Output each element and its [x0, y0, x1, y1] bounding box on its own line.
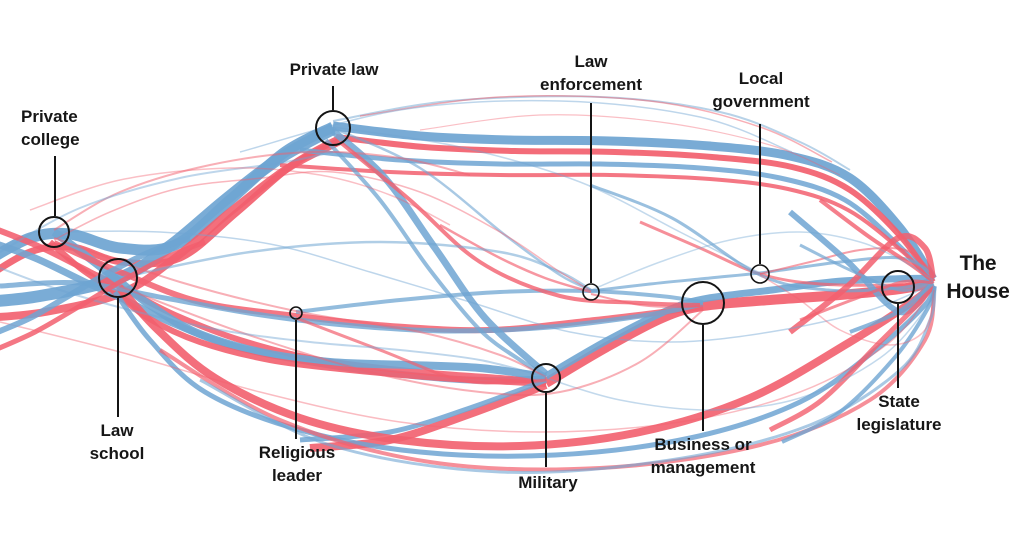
flow-ribbon [768, 283, 936, 433]
label-line: Local [738, 69, 784, 88]
law-school-node-circle [98, 258, 138, 298]
flow-ribbon [359, 95, 833, 163]
label-line: management [650, 458, 756, 477]
flow-ribbon [118, 240, 592, 292]
flow-ribbon [818, 198, 935, 283]
local-government-node-circle [750, 264, 770, 284]
flow-ribbon [788, 232, 936, 335]
label-local-government: Local government [712, 67, 809, 113]
label-line: Private law [289, 60, 379, 79]
label-line: Business or [654, 435, 752, 454]
label-business-management: Business or management [651, 433, 756, 479]
flow-ribbon [419, 114, 841, 176]
label-line: Law [100, 421, 134, 440]
flow-ribbon [545, 285, 935, 411]
label-line: government [712, 92, 810, 111]
label-line: enforcement [539, 75, 643, 94]
business-management-node-circle [681, 281, 725, 325]
label-private-college: Private college [21, 105, 80, 151]
flow-ribbon [338, 140, 701, 307]
flow-ribbon [53, 230, 934, 343]
flow-ribbon [544, 274, 934, 380]
label-the-house: The House [946, 250, 1009, 306]
flow-ribbon [330, 128, 549, 377]
state-legislature-node-circle [881, 270, 915, 304]
private-law-node-circle [315, 110, 351, 146]
label-line: college [21, 130, 80, 149]
flow-ribbon [295, 288, 704, 314]
flow-ribbon [53, 150, 471, 231]
flow-ribbon [590, 231, 934, 291]
label-military: Military [518, 471, 578, 494]
label-line: The [959, 252, 997, 275]
flow-ribbons [0, 95, 937, 475]
label-state-legislature: State legislature [856, 390, 941, 436]
flow-ribbon [324, 138, 548, 378]
label-law-enforcement: Law enforcement [540, 50, 642, 96]
private-college-node-circle [38, 216, 70, 248]
node-annotations [38, 86, 915, 467]
flow-ribbon [112, 284, 937, 459]
label-line: Military [518, 473, 578, 492]
flow-ribbon [332, 126, 761, 274]
religious-leader-node-circle [289, 306, 303, 320]
flow-ribbon [799, 243, 934, 292]
label-line: legislature [856, 415, 942, 434]
label-line: Law [574, 52, 608, 71]
law-enforcement-node-circle [582, 283, 600, 301]
flow-ribbon [589, 183, 934, 293]
label-line: House [946, 280, 1010, 303]
flow-ribbon [295, 316, 547, 385]
flow-ribbon [51, 228, 547, 381]
label-line: State [878, 392, 920, 411]
flow-ribbon [335, 134, 936, 284]
label-line: Private [21, 107, 78, 126]
label-law-school: Law school [90, 419, 145, 465]
flow-ribbon [239, 99, 793, 153]
flow-ribbon [29, 167, 451, 226]
flow-ribbon [590, 293, 704, 309]
label-line: school [89, 444, 145, 463]
flow-ribbon [759, 274, 935, 346]
flow-ribbon [590, 256, 935, 293]
label-private-law: Private law [290, 58, 379, 81]
flow-ribbon [199, 287, 937, 475]
flow-ribbon [781, 285, 937, 444]
flow-ribbon [116, 281, 936, 451]
flow-ribbon [0, 239, 206, 351]
flow-ribbon [0, 123, 336, 307]
label-line: leader [271, 466, 323, 485]
flow-ribbon [439, 223, 592, 294]
military-node-circle [531, 363, 561, 393]
flow-ribbon [0, 235, 191, 335]
flow-ribbon [279, 163, 935, 286]
label-line: Religious [258, 443, 336, 462]
flow-ribbon [332, 121, 937, 282]
flow-ribbon [799, 279, 934, 322]
flow-ribbon [332, 126, 592, 292]
flow-ribbon [53, 170, 592, 292]
flow-ribbon [118, 285, 704, 397]
flow-ribbon [0, 151, 334, 253]
flow-ribbon [0, 286, 934, 433]
flow-ribbon [53, 237, 547, 378]
flow-ribbon [639, 220, 934, 287]
label-religious-leader: Religious leader [259, 441, 336, 487]
